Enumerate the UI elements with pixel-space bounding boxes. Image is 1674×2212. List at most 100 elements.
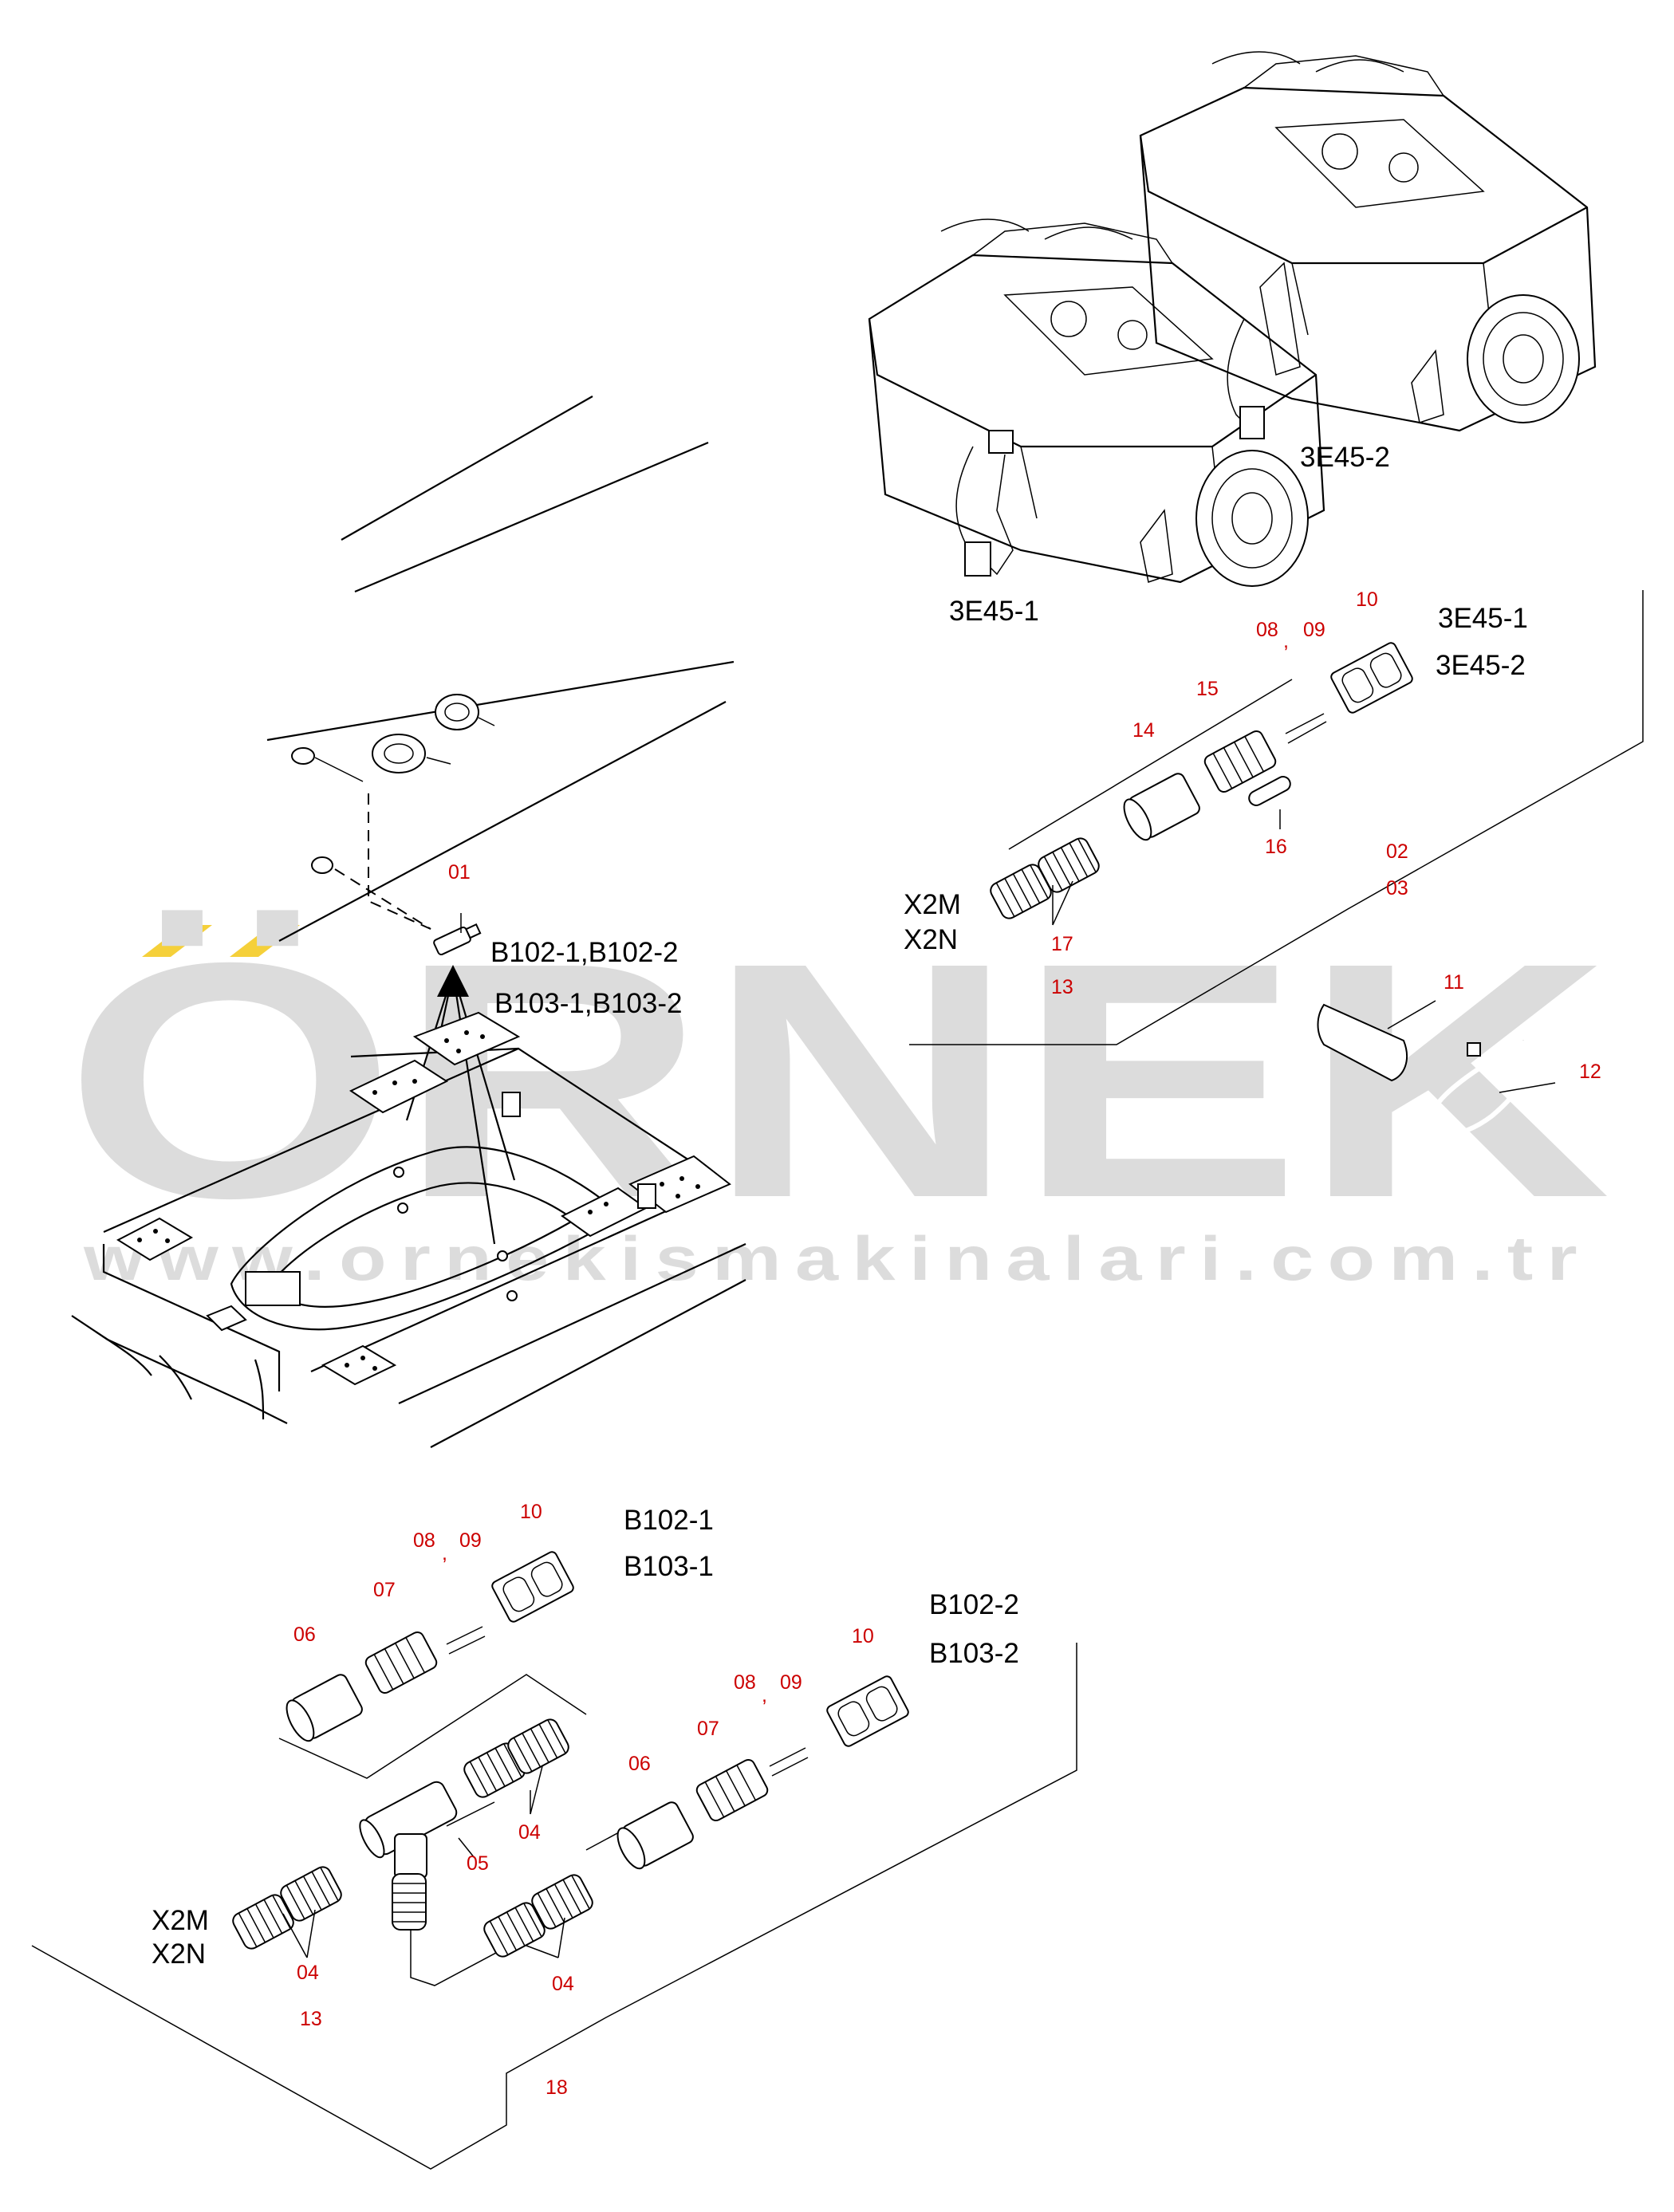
callout-07-b2: 07 <box>697 1718 719 1740</box>
leader-04e <box>526 1917 565 1958</box>
sensor-01 <box>433 923 482 956</box>
label-x2m-bottom: X2M <box>152 1905 209 1936</box>
roof-sensor-1 <box>502 1092 521 1117</box>
hose-11 <box>1317 1000 1436 1082</box>
watermark-url: www.ornekismakinalari.com.tr <box>83 1223 1591 1293</box>
t-piece-05 <box>359 1781 458 1879</box>
callout-comma-top: , <box>1283 630 1289 652</box>
callout-02: 02 <box>1386 840 1408 863</box>
callout-07-b1: 07 <box>373 1579 396 1601</box>
leader-04a <box>530 1765 543 1815</box>
callout-05: 05 <box>467 1852 489 1875</box>
callout-09-b1: 09 <box>459 1529 482 1552</box>
watermark-accent-right <box>230 925 300 957</box>
callout-13-top: 13 <box>1051 976 1073 998</box>
adapter-b2 <box>616 1801 694 1870</box>
callout-14: 14 <box>1132 719 1155 742</box>
engine-illustration-2 <box>1139 51 1597 432</box>
chassis-illustration <box>71 396 746 1448</box>
connector-housing-b2 <box>826 1675 909 1747</box>
leader-line-b <box>446 1801 639 1851</box>
callout-04-a: 04 <box>518 1821 541 1844</box>
callout-08-b2: 08 <box>734 1671 756 1694</box>
perforated-pad-left <box>412 1011 521 1066</box>
leader-05 <box>458 1837 475 1859</box>
callout-09-top: 09 <box>1303 619 1325 641</box>
callout-18: 18 <box>546 2076 568 2099</box>
leader-main <box>1008 679 1293 850</box>
label-b102-1: B102-1 <box>624 1505 714 1536</box>
label-engine-1: 3E45-1 <box>949 596 1039 627</box>
conduit-17b <box>990 864 1052 919</box>
top-connector-group <box>909 590 1644 1045</box>
cable-gland-b1 <box>364 1631 438 1694</box>
label-conn-3e45-2: 3E45-2 <box>1436 650 1526 681</box>
callout-11: 11 <box>1444 971 1464 994</box>
callout-04-c: 04 <box>552 1973 574 1995</box>
conduit-04d <box>280 1866 342 1922</box>
callout-comma-b1: , <box>442 1542 447 1565</box>
callout-17: 17 <box>1051 933 1073 955</box>
label-b103-1: B103-1 <box>624 1551 714 1582</box>
sub-frame-1 <box>278 1674 587 1779</box>
conduit-04b <box>507 1718 569 1774</box>
conduit-vertical <box>392 1873 427 1931</box>
label-b103-2: B103-2 <box>929 1638 1019 1669</box>
callout-16: 16 <box>1265 836 1287 858</box>
label-x2m-top: X2M <box>904 889 961 920</box>
contact-pins-b2 <box>769 1747 809 1777</box>
roof-plate-bottom <box>321 1344 397 1386</box>
sleeve-16 <box>1248 776 1291 806</box>
contact-pins-b1 <box>446 1626 486 1655</box>
conduit-04c <box>232 1894 294 1950</box>
callout-08-b1: 08 <box>413 1529 435 1552</box>
connector-housing-b1 <box>491 1551 574 1623</box>
label-b102-2: B102-2 <box>929 1589 1019 1620</box>
label-conn-3e45-1: 3E45-1 <box>1438 603 1528 634</box>
callout-10-top: 10 <box>1356 588 1378 611</box>
label-x2n-top: X2N <box>904 924 958 955</box>
callout-10-b1: 10 <box>520 1501 542 1523</box>
group-frame-top <box>909 590 1644 1045</box>
label-engine-2: 3E45-2 <box>1300 442 1390 473</box>
leader-17 <box>1052 880 1073 926</box>
conduit-04a <box>463 1742 526 1798</box>
conduit-04f <box>531 1874 593 1930</box>
conduit-04e <box>483 1902 546 1958</box>
callout-09-b2: 09 <box>780 1671 802 1694</box>
roof-sensor-2 <box>637 1183 656 1209</box>
watermark-brand: ÖRNEK <box>64 894 1611 1268</box>
callout-03: 03 <box>1386 877 1408 899</box>
callout-01: 01 <box>448 861 471 884</box>
bottom-connector-group <box>31 1551 1077 2170</box>
callout-06-b1: 06 <box>293 1624 316 1646</box>
group-frame-bottom <box>31 1643 1077 2170</box>
callout-06-b2: 06 <box>628 1753 651 1775</box>
sub-frame-2 <box>410 1910 555 1986</box>
roof-plate-small <box>206 1305 247 1332</box>
cable-gland-b2 <box>695 1758 769 1822</box>
callout-13-bottom: 13 <box>300 2008 322 2030</box>
callout-12: 12 <box>1579 1061 1601 1083</box>
adapter-b1 <box>286 1674 363 1742</box>
cable-gland-top <box>1203 730 1277 793</box>
roof-plate-top <box>349 1059 449 1114</box>
callout-08-top: 08 <box>1256 619 1278 641</box>
clamp-12 <box>1428 1038 1556 1137</box>
callout-04-b: 04 <box>297 1962 319 1984</box>
watermark: ÖRNEK www.ornekismakinalari.com.tr <box>64 894 1611 1293</box>
roof-plate-left <box>116 1217 194 1261</box>
adapter-top <box>1123 773 1200 841</box>
label-sensor-b102: B102-1,B102-2 <box>490 937 678 968</box>
label-sensor-b103: B103-1,B103-2 <box>494 988 682 1019</box>
watermark-accent-left <box>142 925 212 957</box>
engine-illustration-1 <box>868 218 1325 587</box>
label-x2n-bottom: X2N <box>152 1938 206 1970</box>
contact-pins-top <box>1285 713 1327 744</box>
callout-10-b2: 10 <box>852 1625 874 1647</box>
leader-04c <box>282 1909 316 1958</box>
connector-housing-top <box>1330 642 1413 714</box>
callout-comma-b2: , <box>762 1684 767 1706</box>
